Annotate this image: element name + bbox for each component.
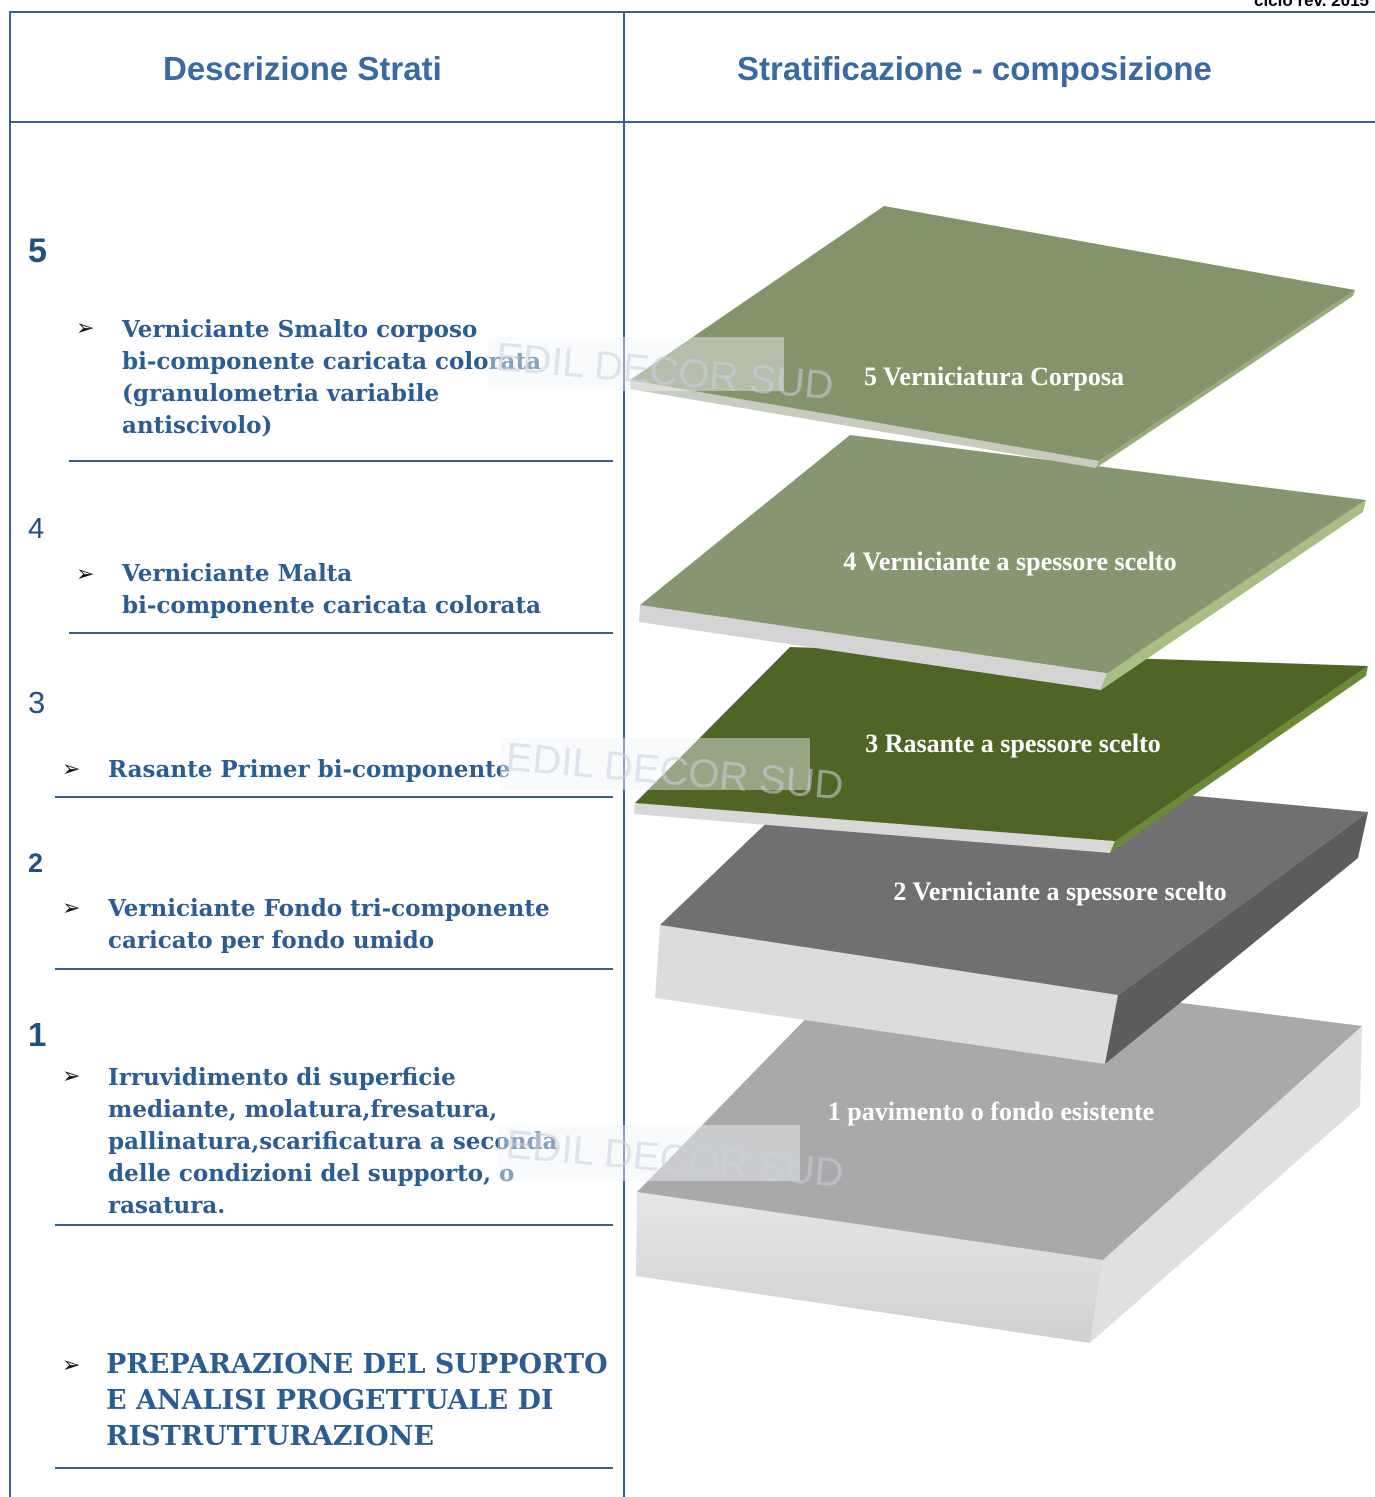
layer-number-1: 1 — [28, 1016, 47, 1053]
plate-layer-4: 4 Verniciante a spessore scelto — [639, 435, 1366, 690]
watermark-box — [488, 337, 784, 391]
plate-label-1: 1 pavimento o fondo esistente — [828, 1097, 1154, 1126]
header-divider — [9, 121, 1375, 123]
plate-5-top — [630, 206, 1355, 461]
arrow-bullet-icon: ➢ — [62, 757, 81, 782]
right-column-title: Stratificazione - composizione — [737, 50, 1212, 87]
plate-label-2: 2 Verniciante a spessore scelto — [893, 877, 1226, 906]
plate-label-5: 5 Verniciatura Corposa — [864, 362, 1124, 391]
plate-4-top — [640, 435, 1366, 673]
layer-4-rule — [69, 632, 613, 634]
arrow-bullet-icon: ➢ — [76, 562, 95, 587]
table-frame — [9, 11, 1375, 1497]
plate-3-top — [635, 647, 1368, 841]
layer-number-3: 3 — [28, 685, 46, 720]
preparation-rule — [55, 1467, 613, 1469]
arrow-bullet-icon: ➢ — [62, 1064, 81, 1089]
column-divider — [623, 11, 625, 1497]
layer-number-5: 5 — [28, 232, 47, 270]
layer-1-rule — [55, 1224, 613, 1226]
plate-layer-5: 5 Verniciatura Corposa — [630, 206, 1355, 468]
layer-number-4: 4 — [28, 513, 45, 545]
plate-layer-1: 1 pavimento o fondo esistente — [636, 962, 1362, 1343]
watermark-box — [500, 738, 810, 790]
arrow-bullet-icon: ➢ — [62, 1353, 81, 1378]
layer-5-rule — [69, 460, 613, 462]
plate-layer-3: 3 Rasante a spessore scelto — [634, 647, 1368, 853]
layer-3-rule — [55, 796, 613, 798]
left-column-title: Descrizione Strati — [163, 50, 442, 87]
layer-3-description: Rasante Primer bi-componente — [108, 756, 511, 783]
arrow-bullet-icon: ➢ — [62, 896, 81, 921]
layer-2-rule — [55, 968, 613, 970]
revision-label: ciclo rev. 2015 — [1254, 0, 1369, 10]
watermark-box — [498, 1125, 800, 1181]
layer-number-2: 2 — [28, 848, 44, 878]
plate-1-top — [637, 962, 1362, 1260]
plate-label-4: 4 Verniciante a spessore scelto — [843, 547, 1176, 576]
arrow-bullet-icon: ➢ — [76, 316, 95, 341]
plate-label-3: 3 Rasante a spessore scelto — [865, 729, 1161, 758]
